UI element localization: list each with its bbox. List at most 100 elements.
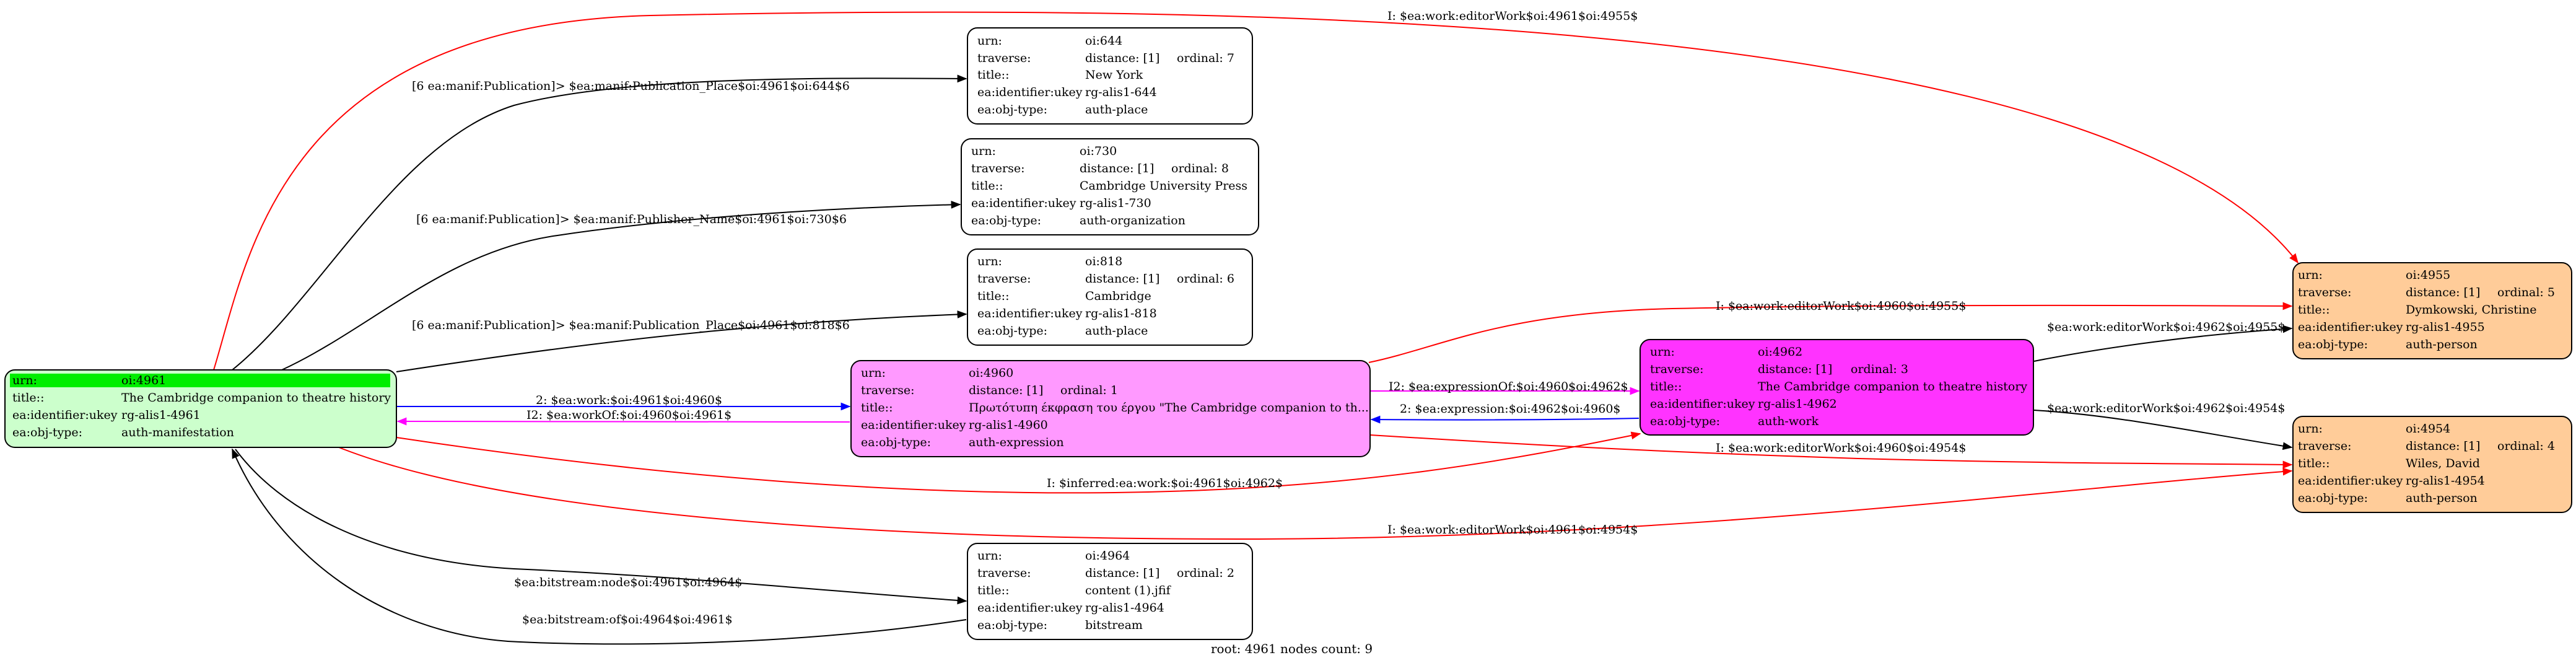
edge-label: [6 ea:manif:Publication]> $ea:manif:Publ… xyxy=(412,318,850,332)
node-oi-4962[interactable]: urn: oi:4962 traverse: distance: [1] ord… xyxy=(1639,339,2034,436)
field-key: urn: xyxy=(2298,268,2323,282)
field-key: ea:obj-type: xyxy=(12,426,82,439)
edge-4962-to-4954: $ea:work:editorWork$oi:4962$oi:4954$ xyxy=(2033,402,2293,450)
field-key: urn: xyxy=(1650,345,1675,359)
edge-path xyxy=(281,200,961,371)
field-value: distance: [1] xyxy=(1085,272,1159,286)
field-key: title:: xyxy=(977,289,1009,303)
edge-4961-to-730: [6 ea:manif:Publication]> $ea:manif:Publ… xyxy=(281,200,961,371)
field-key: traverse: xyxy=(2298,286,2352,299)
node-oi-644[interactable]: urn: oi:644 traverse: distance: [1] ordi… xyxy=(967,27,1253,125)
node-box xyxy=(1639,339,2034,436)
edge-4964-to-4961: $ea:bitstream:of$oi:4964$oi:4961$ xyxy=(232,448,967,645)
field-value: rg-alis1-818 xyxy=(1085,307,1157,320)
field-key: urn: xyxy=(977,549,1002,563)
nodes: urn: oi:4961 title:: The Cambridge compa… xyxy=(4,27,2572,640)
field-key: traverse: xyxy=(977,272,1031,286)
field-key: title:: xyxy=(977,68,1009,82)
field-value: rg-alis1-4961 xyxy=(121,408,201,422)
field-key: ea:obj-type: xyxy=(977,324,1047,338)
field-value: oi:4964 xyxy=(1085,549,1130,563)
edge-label: I: $ea:work:editorWork$oi:4961$oi:4955$ xyxy=(1387,9,1638,23)
field-key: ea:obj-type: xyxy=(971,214,1041,227)
field-key: title:: xyxy=(2298,457,2329,470)
edge-label: I: $ea:work:editorWork$oi:4960$oi:4954$ xyxy=(1716,441,1966,455)
field-value: auth-organization xyxy=(1080,214,1185,227)
node-oi-818[interactable]: urn: oi:818 traverse: distance: [1] ordi… xyxy=(967,248,1253,346)
node-oi-4961[interactable]: urn: oi:4961 title:: The Cambridge compa… xyxy=(4,369,397,448)
field-key: urn: xyxy=(971,144,996,158)
field-extra: ordinal: 2 xyxy=(1177,566,1234,580)
field-value: auth-person xyxy=(2406,338,2478,351)
edge-4960-to-4954: I: $ea:work:editorWork$oi:4960$oi:4954$ xyxy=(1369,434,2293,469)
edges: I: $ea:work:editorWork$oi:4961$oi:4955$ … xyxy=(213,9,2299,645)
field-value: The Cambridge companion to theatre histo… xyxy=(121,391,391,405)
field-value: oi:644 xyxy=(1085,34,1122,48)
field-value: rg-alis1-4954 xyxy=(2406,474,2485,488)
edge-path xyxy=(1368,302,2293,363)
edge-label: I2: $ea:workOf:$oi:4960$oi:4961$ xyxy=(526,408,731,422)
field-value: oi:4961 xyxy=(121,374,166,387)
node-box xyxy=(4,369,397,448)
edge-4960-to-4962: I2: $ea:expressionOf:$oi:4960$oi:4962$ xyxy=(1370,380,1640,395)
field-value: Wiles, David xyxy=(2406,457,2480,470)
edge-path xyxy=(235,449,967,605)
field-key: ea:identifier:ukey xyxy=(977,86,1083,99)
field-value: auth-manifestation xyxy=(121,426,234,439)
field-key: title:: xyxy=(861,401,893,415)
graph-footer: root: 4961 nodes count: 9 xyxy=(1211,641,1373,656)
field-value: New York xyxy=(1085,68,1143,82)
field-key: ea:obj-type: xyxy=(977,103,1047,116)
node-oi-4960[interactable]: urn: oi:4960 traverse: distance: [1] ord… xyxy=(850,360,1371,457)
edge-path xyxy=(232,74,967,371)
field-key: ea:identifier:ukey xyxy=(861,418,966,432)
edge-path xyxy=(396,431,1641,494)
field-key: ea:identifier:ukey xyxy=(977,307,1083,320)
node-oi-4955[interactable]: urn: oi:4955 traverse: distance: [1] ord… xyxy=(2292,262,2572,359)
field-value: oi:4955 xyxy=(2406,268,2450,282)
field-extra: ordinal: 5 xyxy=(2497,286,2555,299)
field-key: title:: xyxy=(971,179,1003,193)
field-key: urn: xyxy=(977,255,1002,268)
field-value: oi:4960 xyxy=(969,366,1013,380)
edge-label: 2: $ea:expression:$oi:4962$oi:4960$ xyxy=(1400,402,1621,416)
node-box xyxy=(2292,262,2572,359)
node-oi-730[interactable]: urn: oi:730 traverse: distance: [1] ordi… xyxy=(961,138,1259,235)
field-value: rg-alis1-730 xyxy=(1080,196,1151,210)
field-extra: ordinal: 4 xyxy=(2497,439,2555,453)
field-key: ea:identifier:ukey xyxy=(971,196,1076,210)
node-box xyxy=(967,248,1253,346)
field-value: content (1).jfif xyxy=(1085,584,1172,597)
field-key: title:: xyxy=(1650,380,1682,393)
edge-4960-to-4961: I2: $ea:workOf:$oi:4960$oi:4961$ xyxy=(396,408,850,426)
edge-label: $ea:bitstream:node$oi:4961$oi:4964$ xyxy=(514,576,742,589)
edge-label: I: $inferred:ea:work:$oi:4961$oi:4962$ xyxy=(1047,476,1283,490)
field-value: rg-alis1-4955 xyxy=(2406,320,2485,334)
field-key: ea:identifier:ukey xyxy=(2298,320,2403,334)
field-key: urn: xyxy=(2298,422,2323,436)
field-key: urn: xyxy=(977,34,1002,48)
edge-label: $ea:bitstream:of$oi:4964$oi:4961$ xyxy=(522,613,733,626)
field-extra: ordinal: 8 xyxy=(1171,162,1229,175)
node-box xyxy=(961,138,1259,235)
node-oi-4964[interactable]: urn: oi:4964 traverse: distance: [1] ord… xyxy=(967,543,1253,640)
edge-4962-to-4955: $ea:work:editorWork$oi:4962$oi:4955$ xyxy=(2033,320,2293,362)
edge-path xyxy=(396,417,850,426)
edge-label: I: $ea:work:editorWork$oi:4961$oi:4954$ xyxy=(1387,523,1638,537)
field-key: title:: xyxy=(977,584,1009,597)
node-oi-4954[interactable]: urn: oi:4954 traverse: distance: [1] ord… xyxy=(2292,416,2572,513)
node-box xyxy=(967,543,1253,640)
edge-path xyxy=(328,442,2293,540)
field-key: ea:identifier:ukey xyxy=(2298,474,2403,488)
field-value: auth-expression xyxy=(969,436,1064,449)
field-value: distance: [1] xyxy=(1085,566,1159,580)
field-extra: ordinal: 7 xyxy=(1177,51,1234,65)
field-value: auth-person xyxy=(2406,491,2478,505)
edge-path xyxy=(232,448,967,645)
field-value: distance: [1] xyxy=(1085,51,1159,65)
field-value: auth-place xyxy=(1085,103,1148,116)
field-key: ea:obj-type: xyxy=(2298,338,2368,351)
field-value: oi:4962 xyxy=(1758,345,1802,359)
field-value: rg-alis1-644 xyxy=(1085,86,1157,99)
